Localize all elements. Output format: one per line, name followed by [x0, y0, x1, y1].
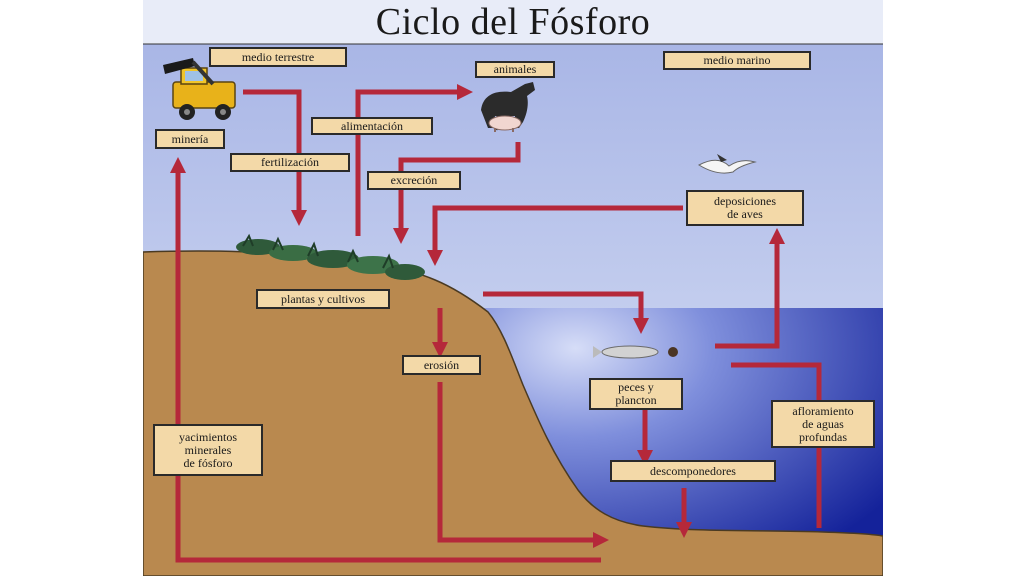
diagram-frame: Ciclo del Fósforo medio terrestre medio … — [143, 0, 883, 576]
arrow-deposits-to-mining — [169, 156, 601, 563]
label-erosion: erosión — [402, 355, 481, 375]
label-alimentacion: alimentación — [311, 117, 433, 135]
label-medio-terrestre: medio terrestre — [209, 47, 347, 67]
animals-icon — [481, 82, 535, 132]
label-plantas-cultivos: plantas y cultivos — [256, 289, 390, 309]
label-mineria: minería — [155, 129, 225, 149]
title-band — [143, 0, 883, 44]
arrow-fish-to-birds — [715, 227, 786, 349]
plants-icon — [236, 233, 425, 280]
arrow-upwelling — [731, 362, 822, 528]
arrow-land-to-sea — [483, 291, 650, 335]
label-afloramiento: afloramiento de aguas profundas — [771, 400, 875, 448]
diagram-title: Ciclo del Fósforo — [375, 1, 651, 43]
label-deposiciones-aves: deposiciones de aves — [686, 190, 804, 226]
phosphorus-cycle-diagram — [143, 0, 883, 576]
arrow-plants-to-animals — [355, 83, 474, 236]
arrow-birds-to-land — [426, 205, 683, 267]
label-peces-plancton: peces y plancton — [589, 378, 683, 410]
label-descomponedores: descomponedores — [610, 460, 776, 482]
arrow-mining-to-fertilization — [243, 89, 308, 227]
arrow-erosion-to-sediment — [437, 382, 610, 549]
seagull-icon — [697, 154, 757, 174]
label-yacimientos: yacimientos minerales de fósforo — [153, 424, 263, 476]
label-animales: animales — [475, 61, 555, 78]
label-medio-marino: medio marino — [663, 51, 811, 70]
label-fertilizacion: fertilización — [230, 153, 350, 172]
bulldozer-icon — [163, 58, 236, 120]
fish-icon — [593, 345, 678, 359]
label-excrecion: excreción — [367, 171, 461, 190]
arrow-animals-excretion — [392, 142, 521, 245]
